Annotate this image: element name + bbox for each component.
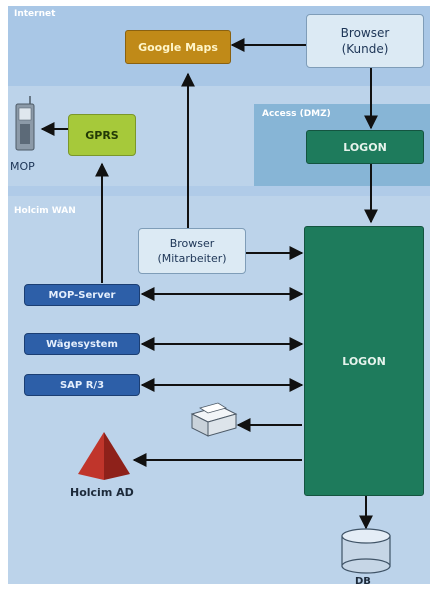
logon-main-node: LOGON: [304, 226, 424, 496]
db-label: DB: [355, 576, 371, 587]
mop-label: MOP: [10, 160, 35, 173]
sap-node: SAP R/3: [24, 374, 140, 396]
logon-dmz-node: LOGON: [306, 130, 424, 164]
logon-main-label: LOGON: [342, 354, 386, 368]
sap-label: SAP R/3: [59, 379, 105, 391]
browser-mitarbeiter-node: Browser (Mitarbeiter): [138, 228, 246, 274]
browser-mitarbeiter-label: Browser (Mitarbeiter): [157, 237, 227, 265]
wan-label: Holcim WAN: [14, 206, 76, 216]
logon-dmz-label: LOGON: [343, 140, 387, 154]
gprs-label: GPRS: [85, 128, 119, 142]
browser-kunde-node: Browser (Kunde): [306, 14, 424, 68]
google-maps-label: Google Maps: [138, 40, 218, 54]
waegesystem-label: Wägesystem: [46, 338, 118, 350]
google-maps-node: Google Maps: [125, 30, 231, 64]
wan-header-band: [8, 186, 430, 196]
browser-kunde-label: Browser (Kunde): [340, 26, 390, 56]
waegesystem-node: Wägesystem: [24, 333, 140, 355]
internet-label: Internet: [14, 9, 56, 19]
gprs-node: GPRS: [68, 114, 136, 156]
holcim-ad-label: Holcim AD: [70, 486, 134, 499]
mop-server-label: MOP-Server: [48, 289, 116, 301]
dmz-label: Access (DMZ): [262, 109, 331, 119]
mop-server-node: MOP-Server: [24, 284, 140, 306]
